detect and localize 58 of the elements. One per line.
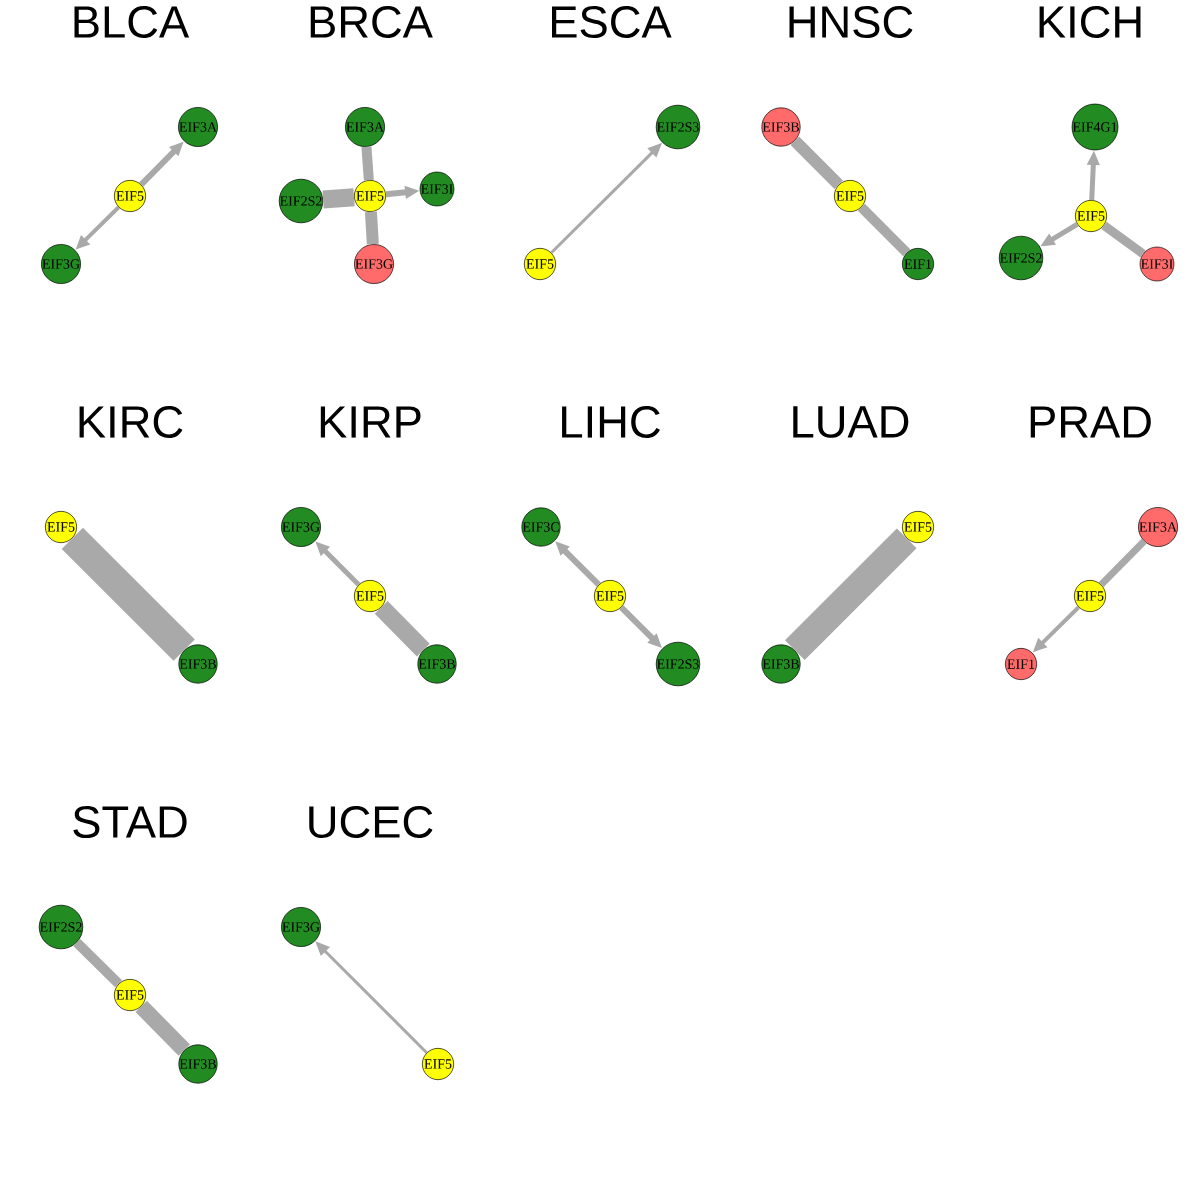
connector-line <box>784 528 917 661</box>
gene-node: EIF3B <box>761 644 801 684</box>
gene-node: EIF3A <box>345 107 385 147</box>
panel-title: PRAD <box>1030 406 1151 438</box>
gene-node: EIF5 <box>902 511 934 543</box>
connector-line <box>135 1000 190 1056</box>
gene-node: EIF3C <box>521 507 561 547</box>
gene-node: EIF3G <box>41 244 81 284</box>
gene-node: EIF3B <box>178 644 218 684</box>
panel-title: LUAD <box>793 406 909 438</box>
gene-node: EIF1 <box>902 248 934 280</box>
panel-title: STAD <box>73 805 187 839</box>
gene-node: EIF5 <box>594 580 626 612</box>
panel-title: KICH <box>1039 5 1141 39</box>
panel-title: KIRP <box>320 406 421 438</box>
gene-node: EIF5 <box>114 180 146 212</box>
gene-node: EIF5 <box>524 248 556 280</box>
panel-title: LIHC <box>562 405 660 439</box>
connector-line <box>374 601 430 657</box>
gene-node: EIF3I <box>419 171 455 207</box>
gene-node: EIF1 <box>1005 648 1037 680</box>
gene-node: EIF3B <box>761 107 801 147</box>
gene-node: EIF3B <box>417 644 457 684</box>
connector-line <box>790 136 843 189</box>
gene-node: EIF3B <box>178 1044 218 1084</box>
gene-node: EIF3G <box>281 907 321 947</box>
panel-title: UCEC <box>309 805 433 839</box>
gene-node: EIF4G1 <box>1071 103 1119 151</box>
gene-node: EIF3A <box>1138 507 1178 547</box>
connector-line <box>61 527 195 661</box>
connector-line <box>857 203 911 257</box>
gene-node: EIF5 <box>422 1048 454 1080</box>
panel-title: ESCA <box>552 5 672 39</box>
gene-node: EIF5 <box>1074 580 1106 612</box>
gene-node: EIF5 <box>354 180 386 212</box>
panel-title: BRCA <box>310 5 433 39</box>
connector-line <box>361 146 374 181</box>
panel-title: BLCA <box>74 5 190 39</box>
gene-node: EIF3A <box>178 107 218 147</box>
connector-line <box>364 211 379 245</box>
connector-line <box>322 188 355 209</box>
gene-node: EIF5 <box>834 180 866 212</box>
gene-node: EIF2S3 <box>655 104 701 150</box>
connector-line <box>1098 538 1147 588</box>
gene-node: EIF2S2 <box>278 178 324 224</box>
gene-node: EIF3I <box>1139 246 1175 282</box>
gene-node: EIF3G <box>281 507 321 547</box>
gene-node: EIF5 <box>1075 200 1107 232</box>
connector-line <box>1101 221 1146 258</box>
gene-node: EIF3G <box>354 244 394 284</box>
gene-node: EIF2S2 <box>998 235 1044 281</box>
gene-node: EIF2S3 <box>655 641 701 687</box>
gene-node: EIF5 <box>114 979 146 1011</box>
gene-node: EIF5 <box>354 580 386 612</box>
gene-node: EIF2S2 <box>38 904 84 950</box>
panel-title: KIRC <box>79 405 183 439</box>
panel-title: HNSC <box>789 5 913 39</box>
gene-node: EIF5 <box>45 511 77 543</box>
